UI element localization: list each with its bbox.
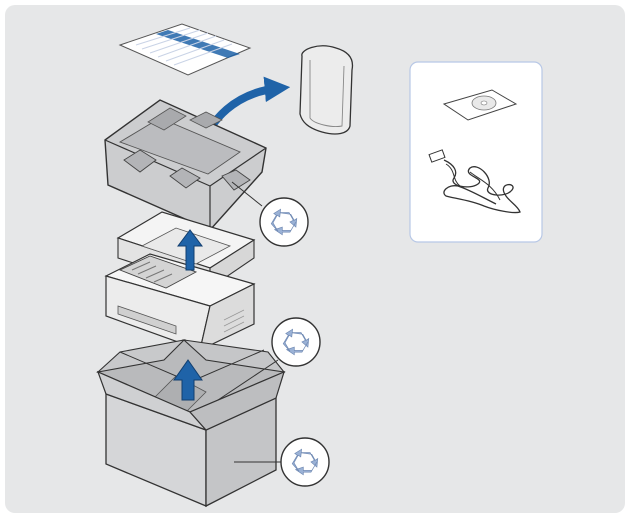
recycle-icon bbox=[272, 318, 320, 366]
recycle-icon bbox=[260, 198, 308, 246]
accessories-card bbox=[410, 62, 542, 242]
foam-cushion bbox=[300, 46, 352, 134]
recycle-icon bbox=[281, 438, 329, 486]
